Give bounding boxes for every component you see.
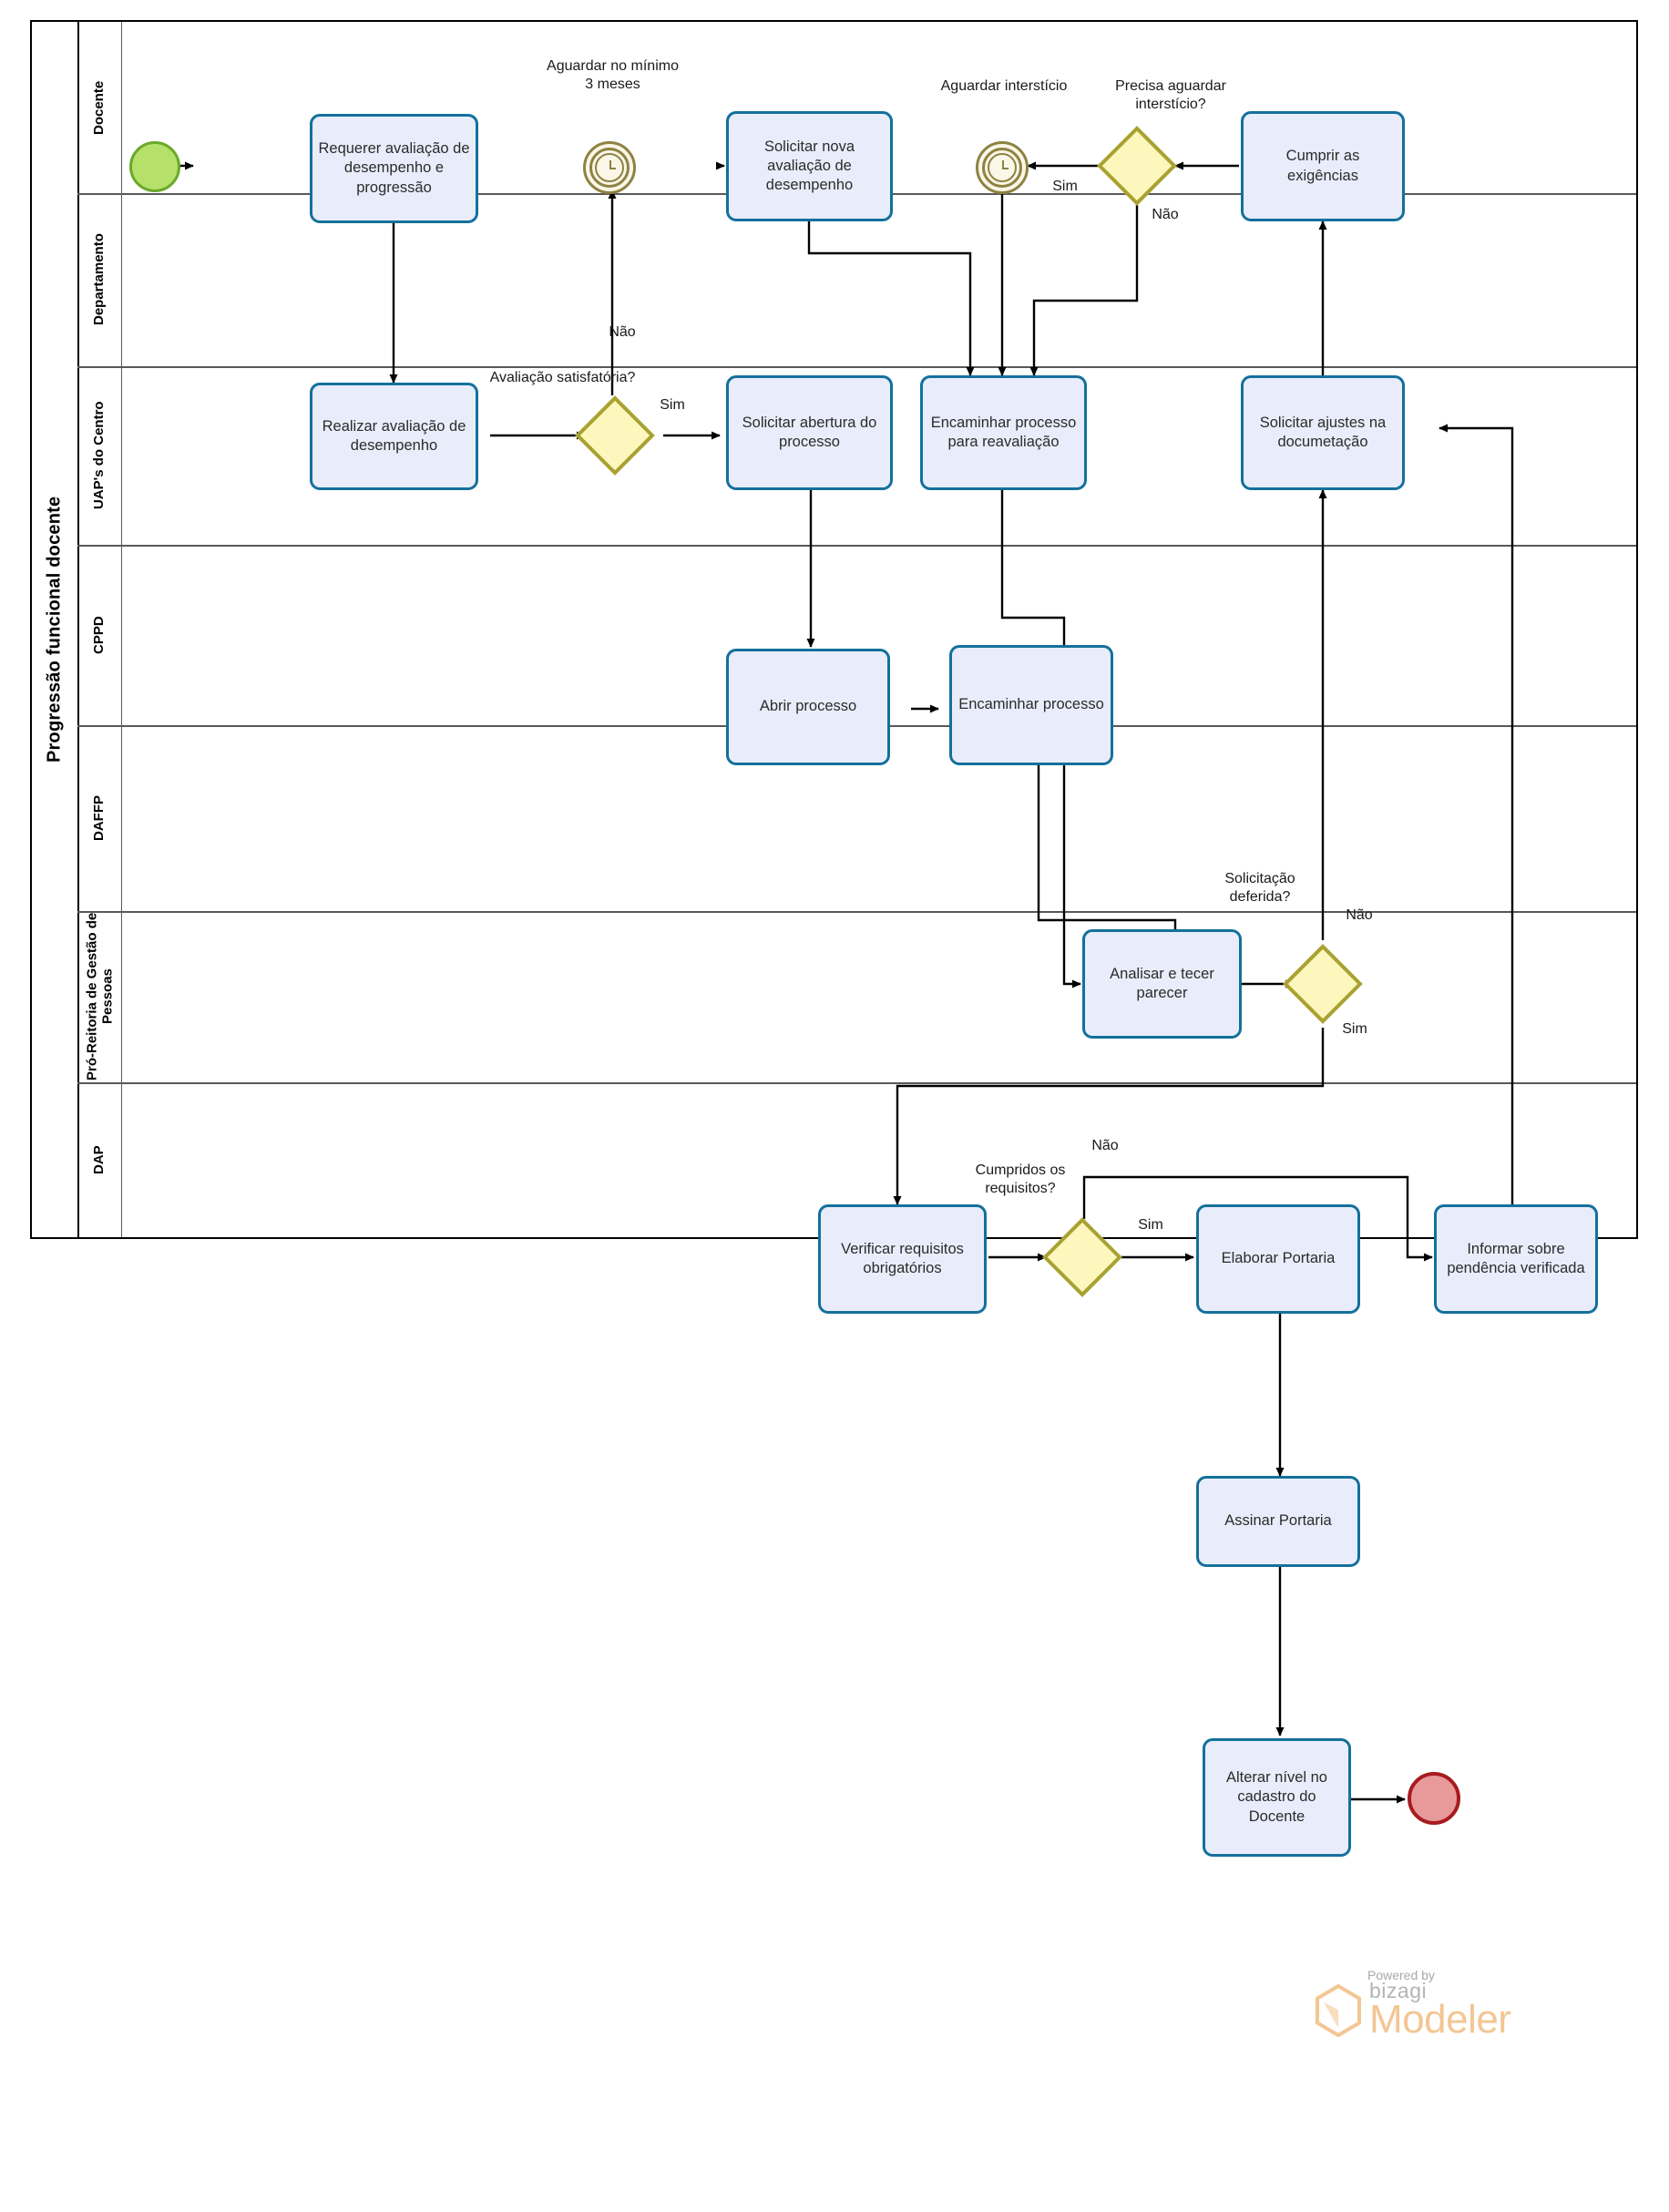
gateway-cumpridos-requisitos[interactable] bbox=[1042, 1217, 1122, 1297]
gateway-precisa-aguardar-intersticio[interactable] bbox=[1097, 126, 1177, 206]
gateway-label-avaliacao-satisfatoria: Avaliação satisfatória? bbox=[489, 370, 636, 385]
lane-label-progep: Pró-Reitoria de Gestão de Pessoas bbox=[84, 912, 116, 1081]
flow-label-g2-sim: Sim bbox=[1052, 179, 1078, 194]
lane-label-cppd: CPPD bbox=[91, 616, 108, 654]
start-event[interactable] bbox=[129, 141, 180, 192]
lane-separator-daffp-progep bbox=[77, 911, 1636, 913]
gateway-label-solicitacao-deferida: Solicitação deferida? bbox=[1224, 871, 1295, 905]
gateway-label-cumpridos-requisitos: Cumpridos os requisitos? bbox=[975, 1162, 1066, 1196]
task-solicitar-nova-avaliacao[interactable]: Solicitar nova avaliação de desempenho bbox=[726, 111, 893, 221]
flow-label-g2-nao: Não bbox=[1152, 207, 1179, 222]
task-abrir-processo[interactable]: Abrir processo bbox=[726, 649, 890, 765]
lane-label-departamento: Departamento bbox=[91, 233, 108, 326]
timer-label-aguardar-3-meses: Aguardar no mínimo 3 meses bbox=[547, 58, 679, 92]
lane-label-docente: Docente bbox=[91, 80, 108, 135]
pool-title: Progressão funcional docente bbox=[44, 496, 65, 763]
task-analisar-tecer-parecer[interactable]: Analisar e tecer parecer bbox=[1082, 929, 1242, 1039]
diamond-shape bbox=[1042, 1217, 1122, 1297]
task-encaminhar-processo-reavaliacao[interactable]: Encaminhar processo para reavaliação bbox=[920, 375, 1087, 490]
task-requerer-avaliacao[interactable]: Requerer avaliação de desempenho e progr… bbox=[310, 114, 478, 223]
lane-separator-uaps-cppd bbox=[77, 545, 1636, 547]
flow-label-g1-nao: Não bbox=[609, 324, 636, 340]
task-verificar-requisitos[interactable]: Verificar requisitos obrigatórios bbox=[818, 1204, 987, 1314]
gateway-solicitacao-deferida[interactable] bbox=[1283, 944, 1363, 1024]
clock-icon bbox=[988, 153, 1017, 182]
lane-separator-departamento-uaps bbox=[77, 366, 1636, 368]
task-encaminhar-processo[interactable]: Encaminhar processo bbox=[949, 645, 1113, 765]
lane-label-divider bbox=[121, 22, 122, 1237]
task-elaborar-portaria[interactable]: Elaborar Portaria bbox=[1196, 1204, 1360, 1314]
flow-label-g4-sim: Sim bbox=[1138, 1217, 1163, 1233]
flow-label-g4-nao: Não bbox=[1091, 1138, 1119, 1153]
diamond-shape bbox=[1283, 944, 1363, 1024]
timer-event-aguardar-3-meses[interactable] bbox=[583, 141, 636, 194]
clock-icon bbox=[595, 153, 624, 182]
timer-label-aguardar-interstício: Aguardar interstício bbox=[940, 78, 1068, 94]
task-realizar-avaliacao[interactable]: Realizar avaliação de desempenho bbox=[310, 383, 478, 490]
lane-separator-progep-dap bbox=[77, 1082, 1636, 1084]
flow-label-g1-sim: Sim bbox=[660, 397, 685, 413]
diamond-shape bbox=[1097, 126, 1177, 206]
modeler-wordmark: Modeler bbox=[1369, 1997, 1511, 2042]
bizagi-wordmark: bizagi bbox=[1369, 1979, 1428, 2002]
lane-label-daffp: DAFFP bbox=[91, 795, 108, 841]
lane-label-dap: DAP bbox=[91, 1145, 108, 1174]
gateway-avaliacao-satisfatoria[interactable] bbox=[575, 395, 655, 476]
timer-ring bbox=[589, 148, 630, 188]
task-cumprir-exigencias[interactable]: Cumprir as exigências bbox=[1241, 111, 1405, 221]
task-alterar-nivel-cadastro[interactable]: Alterar nível no cadastro do Docente bbox=[1203, 1738, 1351, 1857]
task-solicitar-ajustes-documetacao[interactable]: Solicitar ajustes na documetação bbox=[1241, 375, 1405, 490]
lane-label-uaps: UAP's do Centro bbox=[91, 401, 108, 510]
bizagi-logo-icon bbox=[1315, 1983, 1362, 2037]
diamond-shape bbox=[575, 395, 655, 476]
pool-title-divider bbox=[77, 22, 79, 1237]
flow-label-g3-sim: Sim bbox=[1342, 1021, 1367, 1037]
task-informar-pendencia[interactable]: Informar sobre pendência verificada bbox=[1434, 1204, 1598, 1314]
task-solicitar-abertura-processo[interactable]: Solicitar abertura do processo bbox=[726, 375, 893, 490]
task-assinar-portaria[interactable]: Assinar Portaria bbox=[1196, 1476, 1360, 1567]
timer-event-aguardar-interstício[interactable] bbox=[976, 141, 1029, 194]
timer-ring bbox=[982, 148, 1022, 188]
powered-by-label: Powered by bbox=[1367, 1968, 1435, 1982]
flow-label-g3-nao: Não bbox=[1346, 907, 1373, 923]
bizagi-branding: Powered by bizagi Modeler bbox=[1315, 1968, 1511, 2042]
end-event[interactable] bbox=[1408, 1772, 1460, 1825]
gateway-label-precisa-aguardar-intersticio: Precisa aguardar interstício? bbox=[1115, 78, 1226, 112]
